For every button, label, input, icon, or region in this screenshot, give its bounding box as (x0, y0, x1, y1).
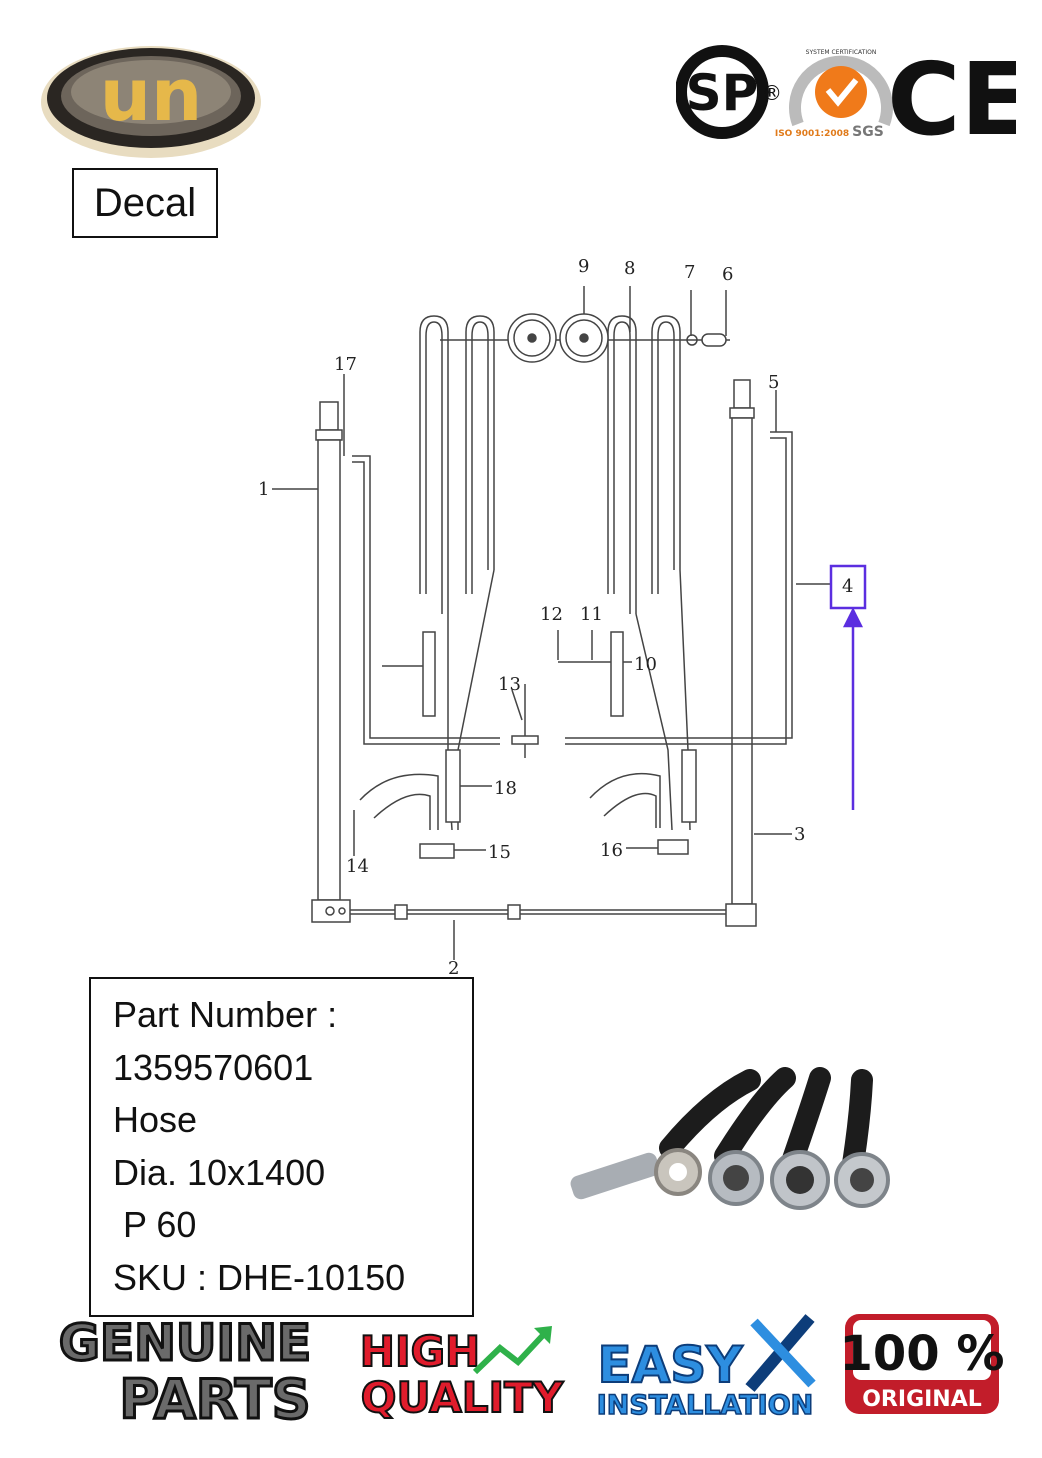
feature-badges: GENUINE PARTS HIGH QUALITY EASY INSTALLA… (57, 1313, 1005, 1433)
hose-reels (507, 313, 609, 363)
callout-5: 5 (768, 372, 779, 393)
svg-text:100 %: 100 % (840, 1326, 1005, 1382)
svg-text:ISO 9001:2008: ISO 9001:2008 (775, 129, 849, 139)
svg-text:EASY: EASY (597, 1336, 743, 1394)
callout-7: 7 (684, 262, 695, 283)
certification-logos: SP ® SYSTEM CERTIFICATION ISO 9001:2008 … (676, 41, 1016, 150)
callout-6: 6 (722, 264, 733, 285)
part-name: Hose (113, 1099, 198, 1140)
callout-17: 17 (334, 354, 357, 375)
easy-installation-badge: EASY INSTALLATION (596, 1314, 816, 1422)
right-cylinder (725, 379, 757, 927)
csa-logo: SP ® (676, 45, 782, 139)
svg-text:SP: SP (686, 64, 759, 122)
callout-8: 8 (624, 258, 635, 279)
brand-logo: un (41, 46, 261, 158)
svg-text:SYSTEM CERTIFICATION: SYSTEM CERTIFICATION (806, 49, 877, 56)
part-sku: SKU : DHE-10150 (113, 1256, 406, 1298)
part-number-value: 1359570601 (113, 1046, 314, 1088)
callout-2: 2 (448, 958, 459, 979)
callout-15: 15 (488, 842, 511, 863)
svg-text:®: ® (762, 81, 782, 105)
left-cylinder (311, 401, 351, 923)
callout-9: 9 (578, 256, 589, 277)
callout-4: 4 (842, 576, 853, 597)
callout-4-highlight (829, 564, 867, 810)
callout-11: 11 (580, 604, 603, 625)
callout-16: 16 (600, 840, 623, 861)
svg-text:ORIGINAL: ORIGINAL (862, 1387, 982, 1412)
callout-10: 10 (634, 654, 657, 675)
svg-text:GENUINE: GENUINE (59, 1314, 311, 1372)
decal-label: Decal (93, 180, 197, 225)
callout-1: 1 (258, 479, 269, 500)
ce-logo: CE (887, 41, 1016, 150)
svg-text:QUALITY: QUALITY (361, 1373, 564, 1422)
callout-14: 14 (346, 856, 369, 877)
callout-18: 18 (494, 778, 517, 799)
original-100-badge: 100 % ORIGINAL (840, 1314, 1005, 1414)
high-quality-badge: HIGH QUALITY (359, 1326, 565, 1423)
svg-text:PARTS: PARTS (119, 1368, 310, 1431)
part-number-label: Part Number : (113, 994, 338, 1035)
svg-text:SGS: SGS (852, 124, 884, 140)
hose-fittings (570, 1148, 890, 1210)
hydraulic-hose-exploded-diagram: 1 2 3 4 5 6 7 8 9 10 11 12 13 14 15 16 1… (258, 256, 867, 979)
logo-text: un (100, 53, 203, 137)
svg-text:CE: CE (887, 41, 1016, 150)
svg-text:HIGH: HIGH (360, 1327, 480, 1376)
callout-3: 3 (794, 824, 805, 845)
callout-13: 13 (498, 674, 521, 695)
genuine-parts-badge: GENUINE PARTS (57, 1313, 312, 1433)
sgs-iso-logo: SYSTEM CERTIFICATION ISO 9001:2008 SGS (775, 49, 893, 140)
decal-label-box: Decal (72, 168, 218, 238)
part-position: P 60 (113, 1204, 197, 1245)
callout-12: 12 (540, 604, 563, 625)
svg-text:INSTALLATION: INSTALLATION (597, 1390, 814, 1421)
hose-product-image (570, 1067, 890, 1210)
part-info-box: Part Number : 1359570601 Hose Dia. 10x14… (89, 977, 474, 1317)
part-diameter: Dia. 10x1400 (113, 1151, 326, 1193)
